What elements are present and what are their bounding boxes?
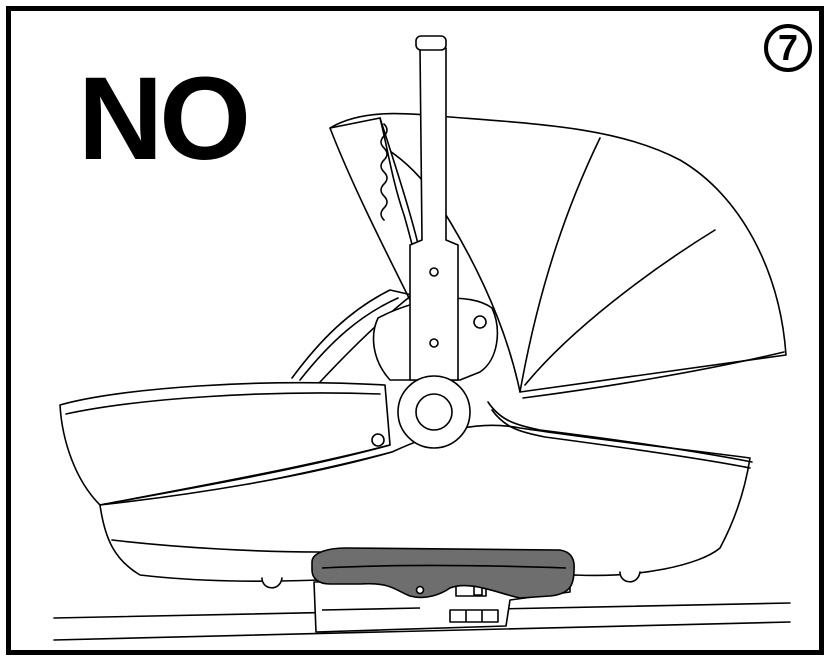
verdict-label: NO xyxy=(78,53,251,185)
base-handle-grey xyxy=(311,547,575,599)
step-number-badge: 7 xyxy=(764,24,812,72)
ground-line xyxy=(53,621,791,641)
carry-handle xyxy=(409,47,459,381)
isofix-base-illustration xyxy=(311,547,575,633)
